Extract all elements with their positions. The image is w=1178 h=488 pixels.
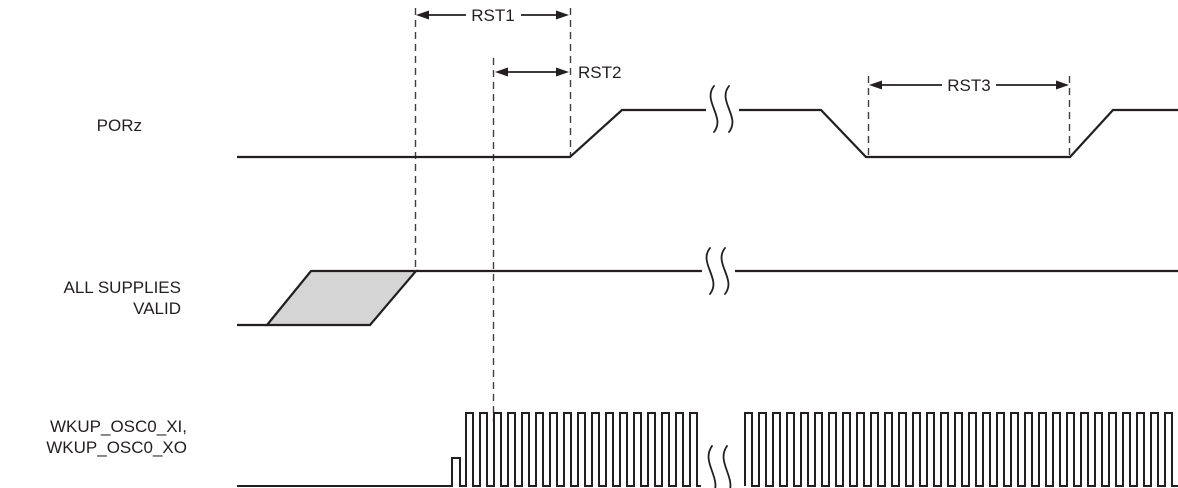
rst2-arrowhead-right-icon	[556, 67, 569, 77]
supplies-break-symbol	[720, 247, 730, 295]
osc-waveform-1	[237, 412, 701, 487]
osc-label-line1: WKUP_OSC0_XI,	[50, 417, 187, 436]
rst2-arrowhead-left-icon	[495, 67, 508, 77]
rst1-dimension: RST1	[416, 6, 569, 25]
osc-break-symbol	[722, 445, 732, 488]
osc-label-line2: WKUP_OSC0_XO	[46, 438, 187, 457]
rst3-arrowhead-left-icon	[869, 80, 882, 90]
supplies-break-symbol	[705, 247, 715, 295]
rst1-arrowhead-left-icon	[416, 10, 429, 20]
supplies-ramp-region	[264, 269, 419, 327]
porz-label: PORz	[97, 116, 142, 135]
rst1-label: RST1	[471, 6, 514, 25]
rst3-dimension: RST3	[869, 76, 1069, 95]
porz-waveform-right	[739, 108, 1178, 159]
supplies-label-line2: VALID	[133, 299, 181, 318]
rst2-label: RST2	[578, 63, 621, 82]
supplies-label-line1: ALL SUPPLIES	[64, 278, 182, 297]
porz-waveform-left	[237, 108, 706, 159]
rst3-label: RST3	[947, 76, 990, 95]
rst1-arrowhead-right-icon	[556, 10, 569, 20]
rst2-dimension: RST2	[495, 63, 621, 82]
osc-waveform-2	[744, 412, 1178, 487]
porz-break-symbol	[724, 85, 734, 133]
rst3-arrowhead-right-icon	[1056, 80, 1069, 90]
osc-break-symbol	[707, 445, 717, 488]
porz-break-symbol	[709, 85, 719, 133]
